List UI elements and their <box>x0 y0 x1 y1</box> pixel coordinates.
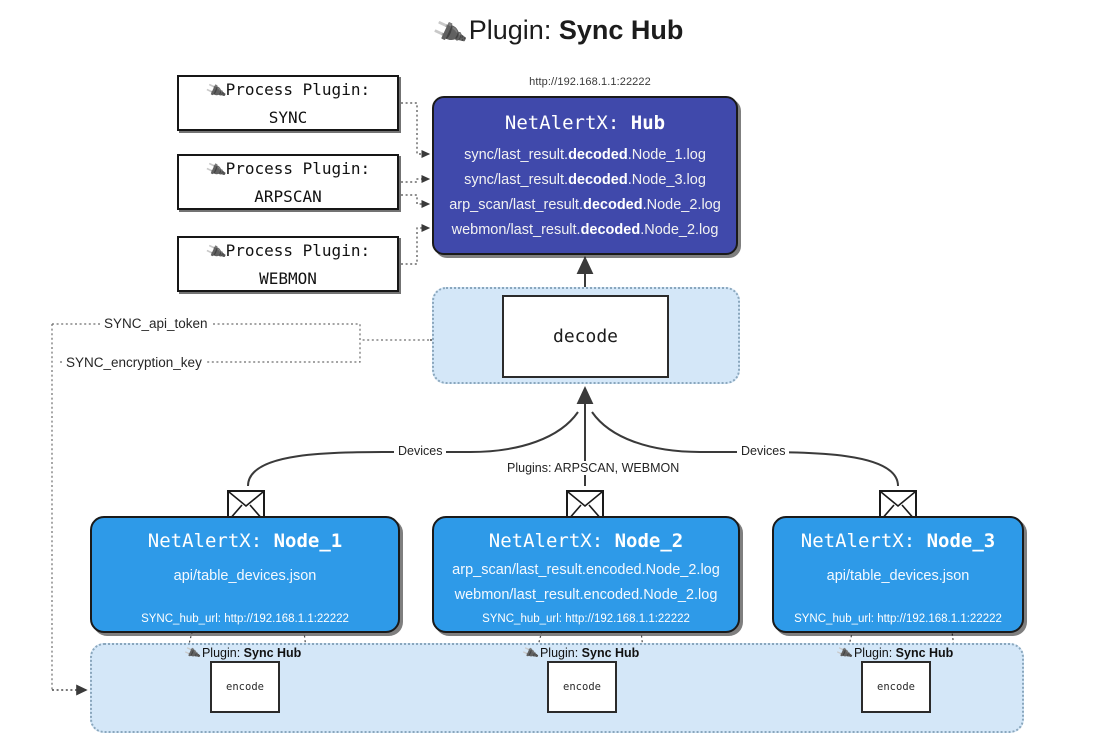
node-node-2[interactable]: NetAlertX: Node_2 arp_scan/last_result.e… <box>432 516 740 633</box>
process-plugin-sync[interactable]: 🔌Process Plugin: SYNC <box>177 75 399 131</box>
hub-url-label: http://192.168.1.1:22222 <box>529 76 651 88</box>
sync-api-token-label: SYNC_api_token <box>100 316 212 331</box>
process-plugin-webmon-title: Process Plugin: <box>225 240 371 260</box>
encode-box-3[interactable]: encode <box>861 661 931 713</box>
page-title: 🔌Plugin: Sync Hub <box>0 14 1117 52</box>
encode-box-1[interactable]: encode <box>210 661 280 713</box>
process-plugin-sync-name: SYNC <box>268 107 308 127</box>
process-plugin-arpscan-name: ARPSCAN <box>254 186 322 206</box>
hub-title: NetAlertX: Hub <box>434 112 736 134</box>
node-2-lines: arp_scan/last_result.encoded.Node_2.log … <box>434 558 738 608</box>
encoder-2-caption: 🔌Plugin: Sync Hub <box>521 643 640 663</box>
encoder-1-caption: 🔌Plugin: Sync Hub <box>183 643 302 663</box>
node-3-lines: api/table_devices.json <box>774 564 1022 589</box>
node-2-title: NetAlertX: Node_2 <box>488 530 684 552</box>
decode-box[interactable]: decode <box>502 295 669 378</box>
hub-log-line: webmon/last_result.decoded.Node_2.log <box>451 222 719 238</box>
edge-label-devices-right: Devices <box>737 444 790 458</box>
plug-icon: 🔌 <box>183 643 202 663</box>
plug-icon: 🔌 <box>521 643 540 663</box>
node-1-line: api/table_devices.json <box>173 568 317 584</box>
process-plugin-arpscan-title: Process Plugin: <box>225 158 371 178</box>
page-title-prefix: Plugin: <box>468 15 559 45</box>
node-3-hub-url: SYNC_hub_url: http://192.168.1.1:22222 <box>794 613 1002 625</box>
hub-log-line: sync/last_result.decoded.Node_1.log <box>464 147 706 163</box>
hub-title-prefix: NetAlertX: <box>504 112 631 134</box>
hub-title-name: Hub <box>630 112 666 134</box>
node-3-line: api/table_devices.json <box>826 568 970 584</box>
node-node-1[interactable]: NetAlertX: Node_1 api/table_devices.json… <box>90 516 400 633</box>
node-2-hub-url: SYNC_hub_url: http://192.168.1.1:22222 <box>482 613 690 625</box>
node-1-lines: api/table_devices.json <box>92 564 398 589</box>
process-plugin-webmon-line1: 🔌Process Plugin: <box>204 237 371 265</box>
hub-log-line: sync/last_result.decoded.Node_3.log <box>464 172 706 188</box>
edge-label-plugins: Plugins: ARPSCAN, WEBMON <box>503 461 684 475</box>
process-plugin-sync-line1: 🔌Process Plugin: <box>204 76 371 104</box>
node-2-line: webmon/last_result.encoded.Node_2.log <box>454 587 718 603</box>
process-plugin-arpscan[interactable]: 🔌Process Plugin: ARPSCAN <box>177 154 399 210</box>
hub-log-list: sync/last_result.decoded.Node_1.log sync… <box>434 143 736 243</box>
process-plugin-arpscan-line1: 🔌Process Plugin: <box>204 155 371 183</box>
edge-label-devices-left: Devices <box>394 444 447 458</box>
process-plugin-webmon-name: WEBMON <box>259 268 317 288</box>
page-title-name: Sync Hub <box>558 15 684 45</box>
node-1-title: NetAlertX: Node_1 <box>147 530 343 552</box>
encoder-3-caption: 🔌Plugin: Sync Hub <box>835 643 954 663</box>
process-plugin-sync-title: Process Plugin: <box>225 79 371 99</box>
encode-box-2[interactable]: encode <box>547 661 617 713</box>
node-3-title: NetAlertX: Node_3 <box>800 530 996 552</box>
process-plugin-webmon[interactable]: 🔌Process Plugin: WEBMON <box>177 236 399 292</box>
hub-log-line: arp_scan/last_result.decoded.Node_2.log <box>449 197 721 213</box>
node-1-hub-url: SYNC_hub_url: http://192.168.1.1:22222 <box>141 613 349 625</box>
hub-node[interactable]: NetAlertX: Hub sync/last_result.decoded.… <box>432 96 738 255</box>
node-node-3[interactable]: NetAlertX: Node_3 api/table_devices.json… <box>772 516 1024 633</box>
node-2-line: arp_scan/last_result.encoded.Node_2.log <box>452 562 720 578</box>
sync-encryption-key-label: SYNC_encryption_key <box>62 355 206 370</box>
plug-icon: 🔌 <box>429 14 469 52</box>
plug-icon: 🔌 <box>835 643 854 663</box>
